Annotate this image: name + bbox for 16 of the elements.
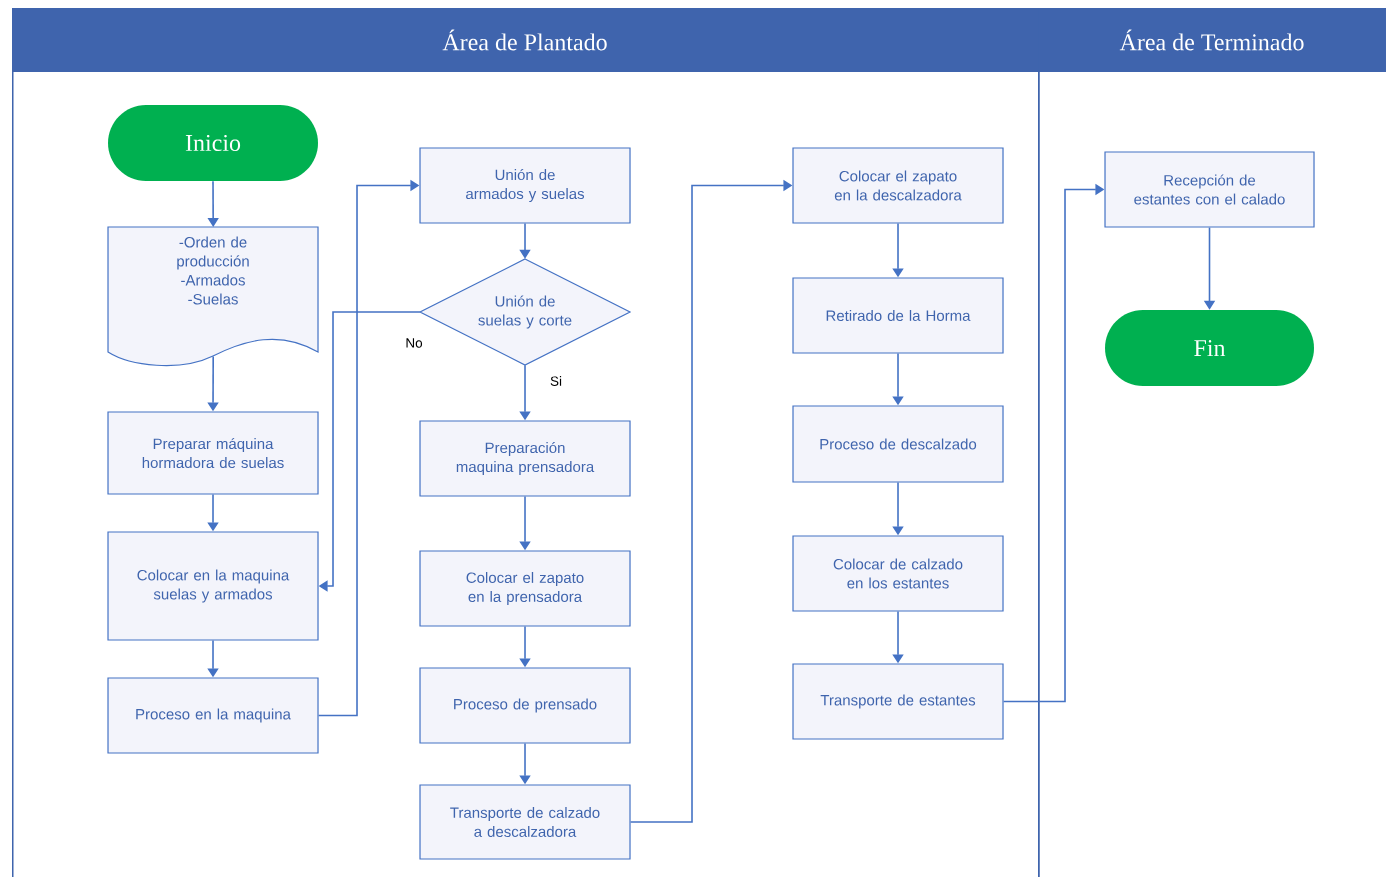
process-box: Colocar el zapato en la descalzadora [792, 147, 1004, 224]
process-box: Recepción de estantes con el calado [1104, 151, 1315, 228]
process-box: Colocar de calzado en los estantes [792, 535, 1004, 612]
process-box: Retirado de la Horma [792, 277, 1004, 354]
edge-label: Si [549, 375, 563, 387]
process-box: Colocar el zapato en la prensadora [419, 550, 631, 627]
process-box: Transporte de estantes [792, 663, 1004, 740]
process-box: Preparación maquina prensadora [419, 420, 631, 497]
process-box: Transporte de calzado a descalzadora [419, 784, 631, 860]
process-box: Proceso de prensado [419, 667, 631, 744]
process-box: Proceso en la maquina [107, 677, 319, 754]
process-box: Proceso de descalzado [792, 405, 1004, 483]
process-box: Colocar en la maquina suelas y armados [107, 531, 319, 641]
process-box: Unión de armados y suelas [419, 147, 631, 224]
process-box: Preparar máquina hormadora de suelas [107, 411, 319, 495]
arrow [519, 222, 531, 259]
